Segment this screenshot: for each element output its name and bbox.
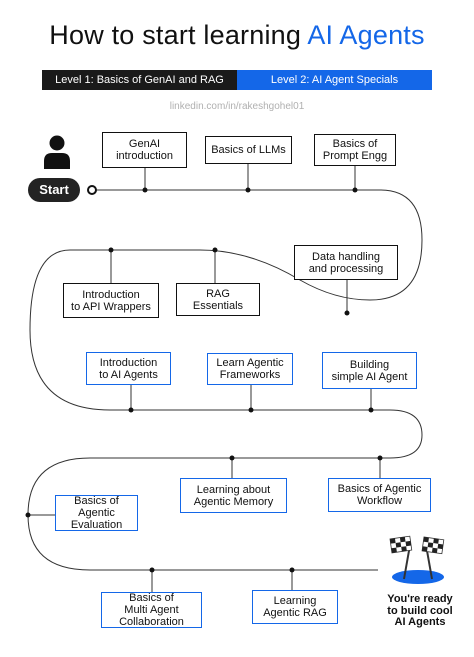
dot-llms: [245, 187, 251, 193]
dot-data: [344, 310, 350, 316]
step-simple-ai-agent: Building simple AI Agent: [322, 352, 417, 389]
dot-multi-agent: [149, 567, 155, 573]
dot-workflow: [377, 455, 383, 461]
level-1-label: Level 1: Basics of GenAI and RAG: [42, 70, 237, 90]
step-agentic-evaluation: Basics of Agentic Evaluation: [55, 495, 138, 531]
dot-simple-agent: [368, 407, 374, 413]
person-icon: [44, 135, 70, 169]
step-agentic-workflow: Basics of Agentic Workflow: [328, 478, 431, 512]
title-prefix: How to start learning: [49, 20, 308, 50]
page-title: How to start learning AI Agents: [0, 20, 474, 51]
step-genai-introduction: GenAI introduction: [102, 132, 187, 168]
dot-rag: [212, 247, 218, 253]
dot-genai: [142, 187, 148, 193]
step-rag-essentials: RAG Essentials: [176, 283, 260, 316]
start-dot: [87, 185, 97, 195]
path-row-1: [27, 189, 423, 571]
finish-flags-icon: [389, 535, 445, 584]
dot-memory: [229, 455, 235, 461]
dot-api: [108, 247, 114, 253]
step-api-wrappers: Introduction to API Wrappers: [63, 283, 159, 318]
step-multi-agent: Basics of Multi Agent Collaboration: [101, 592, 202, 628]
finish-text: You're ready to build cool AI Agents: [387, 593, 453, 628]
dot-intro-agents: [128, 407, 134, 413]
step-agentic-memory: Learning about Agentic Memory: [180, 478, 287, 513]
level-bar: Level 1: Basics of GenAI and RAG Level 2…: [42, 70, 432, 90]
dot-prompt: [352, 187, 358, 193]
dot-agentic-rag: [289, 567, 295, 573]
dot-evaluation: [25, 512, 31, 518]
step-intro-ai-agents: Introduction to AI Agents: [86, 352, 171, 385]
step-agentic-frameworks: Learn Agentic Frameworks: [207, 353, 293, 385]
start-badge: Start: [28, 178, 80, 202]
step-basics-of-llms: Basics of LLMs: [205, 136, 292, 164]
title-accent: AI Agents: [307, 20, 425, 50]
step-prompt-engineering: Basics of Prompt Engg: [314, 134, 396, 166]
dot-frameworks: [248, 407, 254, 413]
step-data-handling: Data handling and processing: [294, 245, 398, 280]
step-agentic-rag: Learning Agentic RAG: [252, 590, 338, 624]
credit-text: linkedin.com/in/rakeshgohel01: [169, 101, 305, 112]
level-2-label: Level 2: AI Agent Specials: [237, 70, 432, 90]
